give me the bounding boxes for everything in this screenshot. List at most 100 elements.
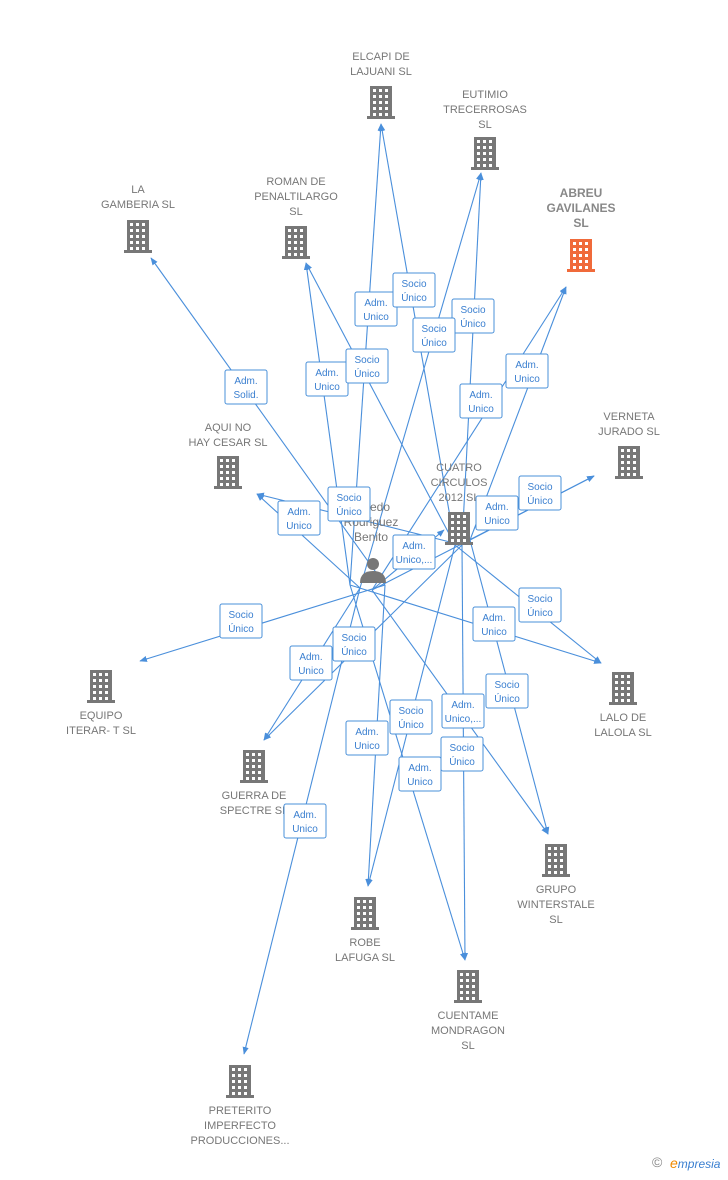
company-name-line: 2012 SL <box>439 492 480 504</box>
edge-label-text: Único <box>401 291 427 304</box>
company-name-line: LAFUGA SL <box>335 952 395 964</box>
edge-label-text: Unico <box>298 666 324 677</box>
edge-label-person-elcapi[interactable]: Adm. Unico <box>354 291 398 327</box>
edge-label-text: Socio <box>460 305 485 316</box>
edge-label-text: Socio <box>527 482 552 493</box>
edge-label-text: Único <box>398 718 424 731</box>
building-icon <box>615 446 643 479</box>
edge-label-person-aquino[interactable]: Adm.Unico <box>277 500 321 536</box>
edge-label-person-grupo[interactable]: Adm.Unico,... <box>441 693 485 729</box>
footer-credit: © empresia <box>628 1154 728 1174</box>
edge-label-person-verneta[interactable]: Adm.Unico <box>475 495 519 531</box>
brand-name: mpresia <box>677 1157 721 1171</box>
edge-label-text: Socio <box>398 706 423 717</box>
company-name-line: PENALTILARGO <box>254 191 338 203</box>
edge-label-text: Adm. <box>293 810 316 821</box>
company-name-line: PRODUCCIONES... <box>190 1135 289 1147</box>
edge-line-person-roman <box>303 262 351 586</box>
brand-logo: empresia <box>670 1155 720 1171</box>
company-name-line: CIRCULOS <box>431 477 488 489</box>
edge-label-text: Adm. <box>402 541 425 552</box>
edge-line-person-eutimio <box>359 172 483 589</box>
company-name-line: ELCAPI DE <box>352 51 409 63</box>
company-node-cuatro[interactable]: CUATRO CIRCULOS 2012 SL <box>431 462 488 545</box>
edge-label-text: Adm. <box>315 368 338 379</box>
edge-label-text: Unico <box>468 404 494 415</box>
edge-label-person-abreu[interactable]: Adm.Unico <box>505 353 549 389</box>
company-name-line: EUTIMIO <box>462 89 508 101</box>
edge-label-text: Adm. <box>364 298 387 309</box>
edge-label-person-eutimio[interactable]: Adm.Unico <box>459 383 503 419</box>
edge-label-person-cuatro[interactable]: Adm. Unico,... <box>392 534 436 570</box>
company-name-line: ROBE <box>349 937 380 949</box>
company-name-line: VERNETA <box>603 411 655 423</box>
edge-label-text: Solid. <box>233 390 258 401</box>
building-icon <box>351 897 379 930</box>
edge-label-person-guerra[interactable]: Adm. Unico <box>289 645 333 681</box>
edge-label-person-cuentame[interactable]: Adm.Unico <box>398 756 442 792</box>
edge-label-text: Único <box>336 505 362 518</box>
edge-label-person-lalo[interactable]: Adm.Unico <box>472 606 516 642</box>
company-name-line: WINTERSTALE <box>517 899 594 911</box>
company-name-line: HAY CESAR SL <box>188 437 267 449</box>
edge-label-person-robe[interactable]: Adm.Unico <box>345 720 389 756</box>
company-node-preterito[interactable]: PRETERITO IMPERFECTO PRODUCCIONES... <box>190 1065 290 1147</box>
company-name-line: PRETERITO <box>209 1105 272 1117</box>
edge-label-person-roman[interactable]: Adm. Unico <box>305 361 349 397</box>
company-name-line: SL <box>461 1040 474 1052</box>
building-icon <box>240 750 268 783</box>
company-name-line: SL <box>289 206 302 218</box>
company-node-lagamberia[interactable]: LA GAMBERIA SL <box>101 184 175 253</box>
building-icon <box>542 844 570 877</box>
edge-label-text: Unico,... <box>396 555 433 566</box>
edge-label-text: Unico <box>484 516 510 527</box>
edge-label-person-preterito[interactable]: Adm.Unico <box>283 803 327 839</box>
company-node-robe[interactable]: ROBE LAFUGA SL <box>335 897 395 964</box>
edge-label-text: Único <box>421 336 447 349</box>
edge-label-text: Unico <box>354 741 380 752</box>
company-name-line: GRUPO <box>536 884 577 896</box>
edge-label-text: Adm. <box>408 763 431 774</box>
company-name-line: CUATRO <box>436 462 482 474</box>
company-name-line: ITERAR- T SL <box>66 725 136 737</box>
edge-label-text: Socio <box>421 324 446 335</box>
company-name-line: LA <box>131 184 145 196</box>
edge-label-person-lagamberia[interactable]: Adm.Solid. <box>224 369 268 405</box>
edge-label-text: Unico <box>363 312 389 323</box>
edge-label-text: Unico <box>314 382 340 393</box>
building-icon <box>367 86 395 119</box>
company-name-line: GAMBERIA SL <box>101 199 175 211</box>
edge-label-text: Adm. <box>482 613 505 624</box>
company-name-line: IMPERFECTO <box>204 1120 276 1132</box>
building-icon <box>282 226 310 259</box>
edge-line-person-aquino <box>256 493 361 589</box>
edge-label-text: Adm. <box>299 652 322 663</box>
building-icon <box>214 456 242 489</box>
